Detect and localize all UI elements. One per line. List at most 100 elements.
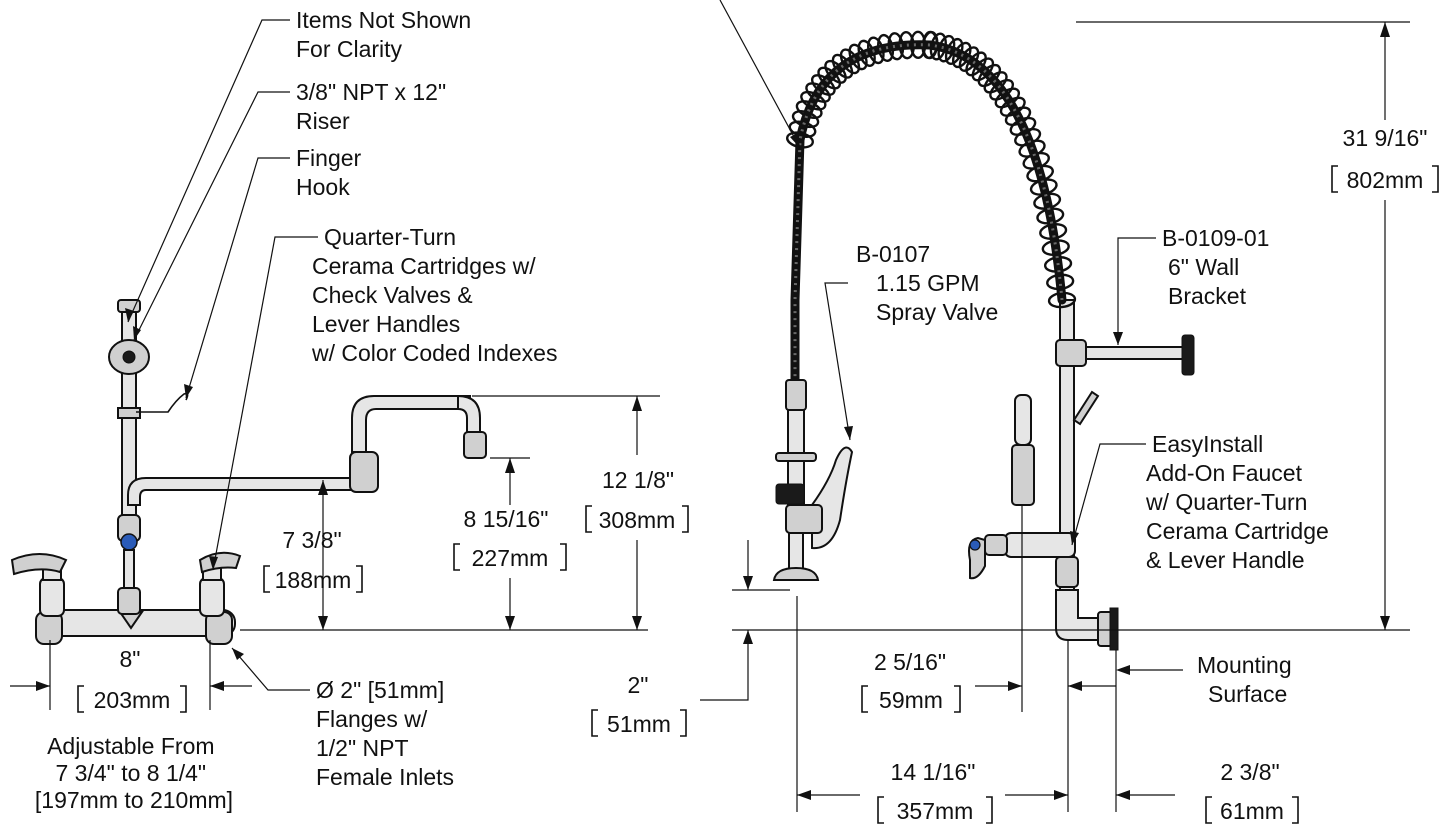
spray-offset-dim-line [700,540,790,701]
callout-labels: Items Not Shown For Clarity 3/8" NPT x 1… [296,7,1335,790]
dim-spray-offset-brackets [591,709,687,737]
dim-spout-mm: 188mm [275,567,352,593]
leader-riser [133,91,290,341]
wall-bracket-arm [1073,346,1185,360]
dim-outlet-in: 8 15/16" [464,506,549,532]
dim-reach-brackets [877,796,993,824]
addon-color-index-icon [969,539,981,551]
arrow-items-not-shown [125,308,134,322]
dim-height-brackets [1331,165,1439,193]
supply-elbow [1055,589,1101,641]
label-finger-hook: Finger Hook [296,145,368,200]
dim-wall-in: 2 3/8" [1220,759,1279,785]
dimension-lines [10,21,1410,812]
dim-overall-in: 12 1/8" [602,467,674,493]
spout-gooseneck [457,394,481,433]
reach-extension [796,596,1117,812]
addon-tee [1004,532,1076,558]
finger-hook [136,392,189,413]
dim-addon-in: 2 5/16" [874,649,946,675]
hose-coupling [785,379,807,411]
arrow-spray-valve [844,426,853,440]
spray-nozzle-stem [788,532,804,570]
label-mounting-surface: Mounting Surface [1197,652,1298,707]
label-cartridges: Quarter-Turn Cerama Cartridges w/ Check … [311,224,557,366]
hose-hook [1072,390,1100,426]
spray-valve-nut [775,483,805,505]
dim-spout-in: 7 3/8" [282,527,341,553]
leader-add-on-faucet [1071,443,1146,546]
arrow-add-on-faucet [1070,531,1079,545]
riser-bracket-hole [122,350,136,364]
arrow-finger-hook [184,384,193,398]
addon-arrows [1008,681,1082,691]
leader-wall-bracket [1117,237,1156,345]
leader-items-not-shown [127,19,290,323]
arrow-hose [790,133,800,148]
addon-valve-body [1011,444,1035,506]
arrow-wall-bracket [1113,332,1123,345]
wall-arrows [1116,790,1130,800]
hook-clamp [117,407,141,419]
spout-arrows [318,480,328,630]
leader-flanges [231,647,310,691]
arrow-riser [133,326,141,340]
supply-flange [1109,607,1119,651]
dimension-labels: 8" 203mm Adjustable From 7 3/4" to 8 1/4… [35,125,1439,824]
dim-height-mm: 802mm [1347,167,1424,193]
addon-cartridge [984,534,1008,556]
prerinse-hose [790,40,1067,385]
height-dim-line [1076,21,1410,630]
wall-bracket-clamp [1055,339,1087,367]
color-index-icon [120,533,138,551]
dim-spray-offset-in: 2" [628,672,649,698]
addon-union [1055,556,1079,588]
spray-valve-head [785,504,823,534]
addon-riser [1014,394,1032,446]
pre-rinse-unit [772,30,1195,651]
label-spray-valve: B-0107 1.15 GPM Spray Valve [856,241,998,325]
spray-face [772,566,820,581]
dim-centers-in: 8" [120,646,141,672]
riser-union [117,587,141,615]
label-wall-bracket: B-0109-01 6" Wall Bracket [1162,225,1276,309]
leader-spray-valve [824,282,851,441]
lower-riser [123,549,135,591]
left-valve-body [39,577,65,617]
dim-centers-brackets [77,685,187,713]
leader-cartridges [212,236,318,571]
dim-addon-mm: 59mm [879,687,943,713]
dim-centers-mm: 203mm [94,687,171,713]
label-items-not-shown: Items Not Shown For Clarity [296,7,478,62]
dim-wall-brackets [1205,796,1299,824]
dim-overall-mm: 308mm [599,507,676,533]
addon-extension [1021,505,1069,812]
dim-reach-mm: 357mm [897,798,974,824]
dim-outlet-brackets [453,543,567,571]
leader-finger-hook [185,157,290,399]
label-add-on-faucet: EasyInstall Add-On Faucet w/ Quarter-Tur… [1145,431,1335,573]
label-riser: 3/8" NPT x 12" Riser [296,79,453,134]
centers-extension [49,640,211,710]
dim-wall-mm: 61mm [1220,798,1284,824]
label-flanges: Ø 2" [51mm] Flanges w/ 1/2" NPT Female I… [316,677,454,790]
spray-offset-arrows [743,576,753,644]
dim-reach-in: 14 1/16" [891,759,976,785]
hose-texture [793,43,1064,380]
leader-hose [719,0,801,149]
wall-bracket-plate [1181,334,1195,376]
dim-adjustable: Adjustable From 7 3/4" to 8 1/4" [197mm … [35,733,233,813]
arrow-flanges [232,648,244,660]
dim-outlet-mm: 227mm [472,545,549,571]
arrow-mounting-surface [1116,665,1130,675]
dim-spray-offset-mm: 51mm [607,711,671,737]
dim-height-in: 31 9/16" [1343,125,1428,151]
right-valve-body [199,577,225,617]
dim-addon-brackets [861,685,961,713]
leader-lines [125,0,1183,691]
dim-spout-brackets [263,565,363,593]
spout-outlet [463,431,487,459]
outlet-dim-line [490,457,530,630]
wall-mount-faucet [10,299,487,645]
